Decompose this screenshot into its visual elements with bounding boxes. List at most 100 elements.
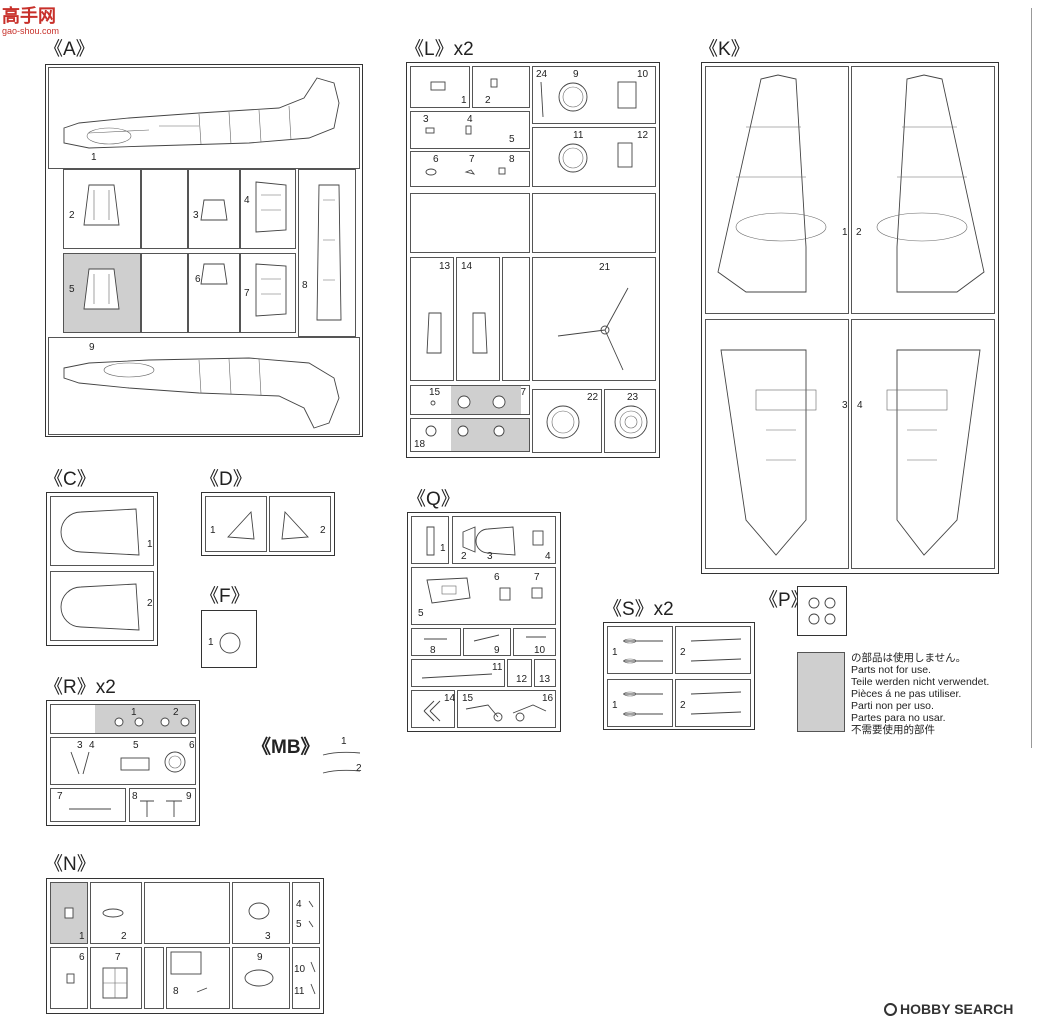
sprue-c-cell-2: 2 [50,571,154,641]
part-number: 5 [296,919,302,930]
part-s2-drawing [690,638,742,662]
part-number: 5 [418,608,424,619]
sprue-q-cell-11: 11 [411,659,505,687]
watermark: 高手网 gao-shou.com [2,2,59,36]
part-number: 10 [294,964,306,975]
part-number: 9 [257,952,263,963]
part-a8-drawing [316,184,342,321]
part-d2-drawing [281,510,309,540]
part-a7-drawing [255,263,287,317]
sprue-q-cell-10: 10 [513,628,556,656]
sprue-c-label: 《C》 [44,469,96,490]
part-number: 3 [193,210,199,221]
sprue-s-cell-1a: 1 [607,626,673,674]
sprue-d-frame: 1 2 [201,492,335,556]
sprue-a-cell-1: 1 [48,67,360,169]
sprue-n-frame: 1 2 3 4 5 6 7 8 9 10 11 [46,878,324,1014]
sprue-a-cell-empty-2 [141,253,188,333]
sprue-l-cell-1: 1 [410,66,470,108]
sprue-c-frame: 1 2 [46,492,158,646]
part-n2-drawing [102,908,124,918]
sprue-s-cell-2b: 2 [675,679,751,727]
part-n3-drawing [248,902,270,920]
part-number: 9 [573,69,579,80]
sprue-q-cell-15-16: 15 16 [457,690,556,728]
sprue-l-cell-23: 23 [604,389,656,453]
part-number: 11 [492,662,503,673]
part-number: 1 [341,736,347,747]
sprue-k-frame: 1 2 3 4 [701,62,999,574]
part-number: 6 [189,740,195,751]
sprue-s-cell-2a: 2 [675,626,751,674]
part-q1-drawing [426,526,435,556]
sprue-f-frame: 1 [201,610,257,668]
wing-lower-left-drawing [720,349,817,556]
sprue-a-cell-7: 7 [240,253,296,333]
parts-r8-r9-drawing [140,800,182,817]
sprue-k-cell-2: 2 [851,66,995,314]
part-a5-drawing [83,268,120,310]
watermark-url: gao-shou.com [2,26,60,36]
part-number: 2 [173,707,179,718]
part-number: 6 [494,572,500,583]
part-number: 7 [534,572,540,583]
parts-q5-q7-drawing [426,577,543,604]
sprue-q-cell-5-7: 5 6 7 [411,567,556,625]
part-number: 5 [509,134,515,145]
watermark-logo-text: 高手网 [2,6,56,26]
sprue-a-cell-2: 2 [63,169,141,249]
legend-line-es: Partes para no usar. [851,712,946,724]
part-number: 2 [461,551,467,562]
sprue-s-cell-1b: 1 [607,679,673,727]
parts-l6-l8-drawing [425,167,506,176]
propeller-drawing [557,287,629,371]
parts-r3-r6-drawing [70,751,186,775]
part-l14-drawing [472,312,488,354]
sprue-a-cell-empty-1 [141,169,188,249]
footer-brand-text: HOBBY SEARCH [900,1001,1014,1017]
part-number: 18 [414,439,426,450]
sprue-q-cell-1: 1 [411,516,449,564]
not-for-use-legend: の部品は使用しません。 Parts not for use. Teile wer… [851,652,989,736]
part-number: 7 [115,952,121,963]
part-number: 1 [612,700,618,711]
parts-l11-l12-drawing [558,142,633,173]
sprue-n-cell-6: 6 [50,947,88,1009]
sprue-l-frame: 1 2 3 4 5 6 7 8 24 9 10 11 12 13 14 21 [406,62,660,458]
sprue-r-cell-8-9: 8 9 [129,788,196,822]
part-number: 11 [294,986,305,997]
part-number: 23 [627,392,639,403]
part-l1-drawing [430,81,446,91]
sprue-l-cell-14: 14 [456,257,500,381]
sprue-r-cell-1-2: 1 2 [50,704,196,734]
sprue-l-cell-22: 22 [532,389,602,453]
part-number: 6 [79,952,85,963]
part-number: 7 [244,288,250,299]
part-number: 3 [487,551,493,562]
part-number: 2 [680,647,686,658]
sprue-a-cell-4: 4 [240,169,296,249]
sprue-l-cell-6-8: 6 7 8 [410,151,530,187]
sprue-a-cell-5: 5 [63,253,141,333]
sprue-n-cell-4-5: 4 5 [292,882,320,944]
sprue-l-label: 《L》x2 [405,39,474,60]
sprue-n-cell-3: 3 [232,882,290,944]
hobby-search-logo-icon [884,1003,897,1016]
part-a3-drawing [200,199,228,221]
part-number: 15 [429,387,441,398]
part-number: 12 [637,130,649,141]
part-number: 14 [461,261,473,272]
parts-n4-n5-drawing [308,900,314,928]
sprue-l-cell-3-5: 3 4 5 [410,111,530,149]
legend-line-fr: Pièces á ne pas utiliser. [851,688,962,700]
sprue-f-label: 《F》 [200,586,250,607]
sprue-d-label: 《D》 [200,469,252,490]
sprue-k-cell-4: 4 [851,319,995,569]
part-number: 21 [599,262,611,273]
part-number: 1 [131,707,137,718]
sprue-k-cell-1: 1 [705,66,849,314]
part-number: 22 [587,392,599,403]
part-q9-drawing [473,634,500,642]
part-number: 16 [542,693,554,704]
sprue-s-label: 《S》x2 [603,599,674,620]
